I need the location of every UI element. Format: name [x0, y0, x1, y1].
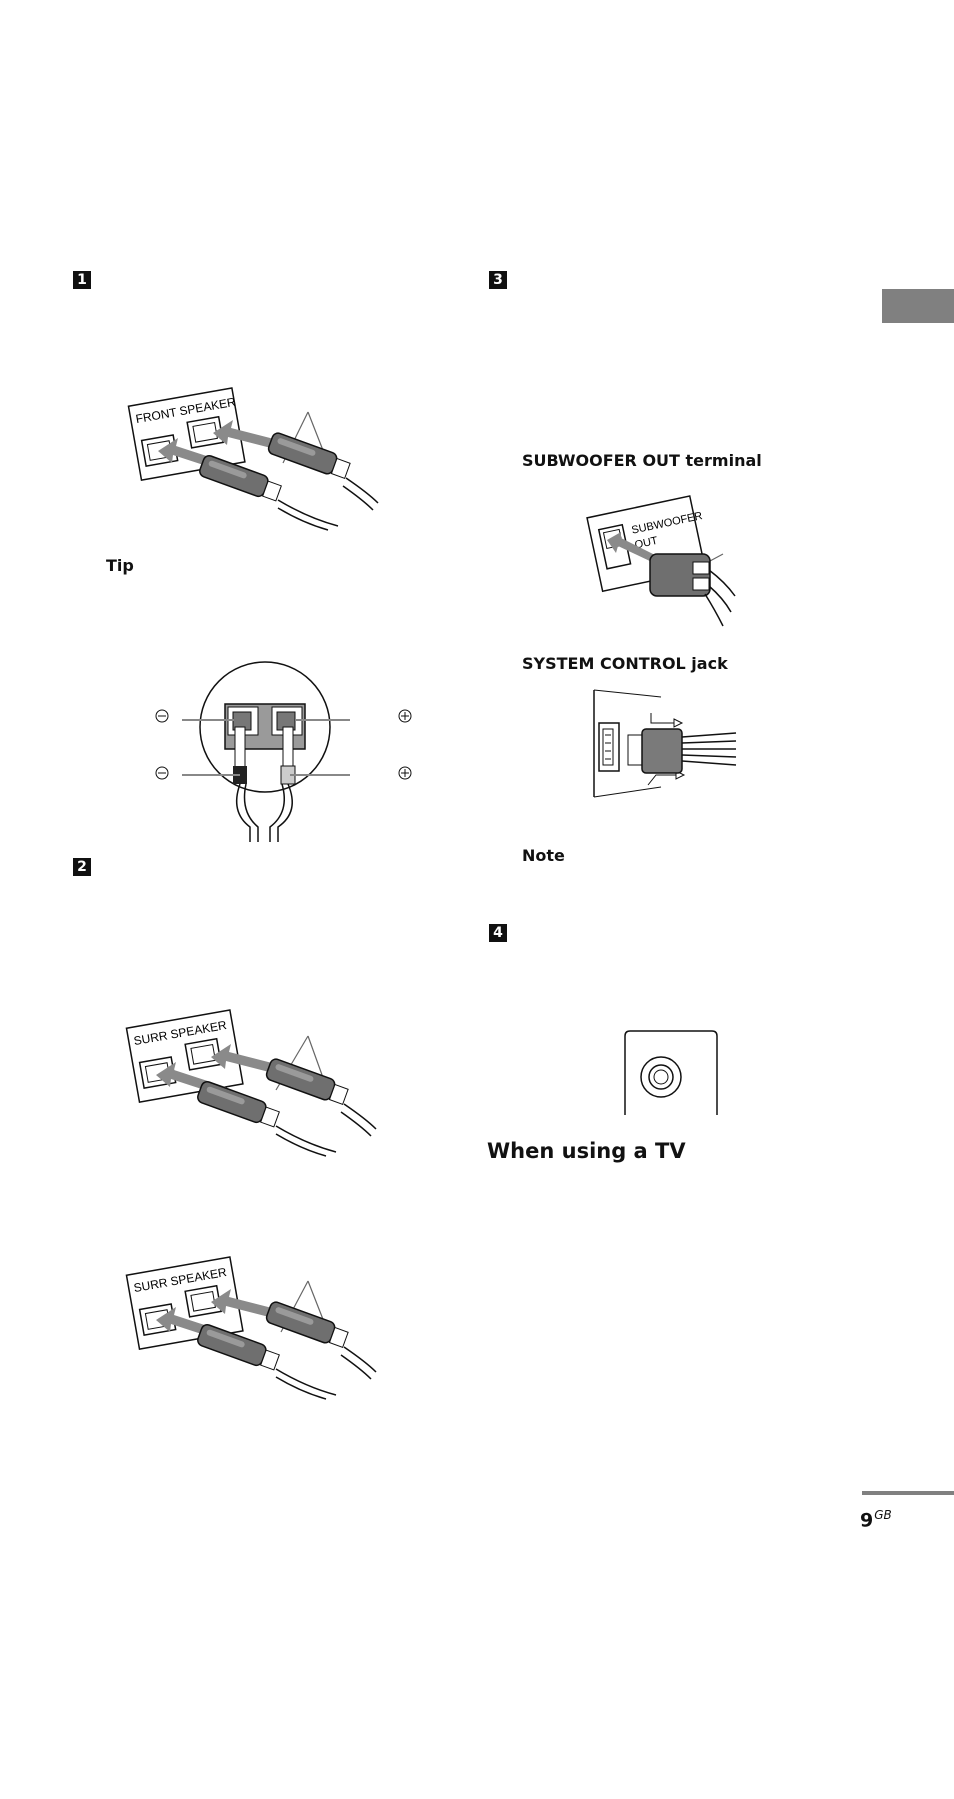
side-tab — [882, 289, 954, 323]
page-number-suffix: GB — [874, 1508, 892, 1522]
minus-icon — [155, 766, 169, 780]
system-control-illustration — [593, 689, 737, 798]
tip-heading: Tip — [106, 556, 134, 575]
minus-icon — [155, 709, 169, 723]
speaker-terminal-detail-illustration — [155, 661, 412, 842]
plus-icon — [398, 709, 412, 723]
tv-section-title: When using a TV — [487, 1139, 686, 1163]
surr-speaker-illustration-2: SURR SPEAKER — [125, 1256, 377, 1400]
step-1-number: 1 — [73, 271, 91, 289]
note-heading: Note — [522, 846, 565, 865]
antenna-jack-illustration — [624, 1030, 718, 1115]
system-control-heading: SYSTEM CONTROL jack — [522, 654, 728, 673]
subwoofer-panel-label-2: OUT — [634, 535, 659, 552]
step-4-number: 4 — [489, 924, 507, 942]
plus-icon — [398, 766, 412, 780]
subwoofer-out-illustration: SUBWOOFER OUT — [586, 495, 736, 627]
page-number: 9GB — [860, 1508, 892, 1531]
surr-speaker-illustration-1: SURR SPEAKER — [125, 1009, 377, 1157]
page-number-value: 9 — [860, 1509, 874, 1532]
front-speaker-illustration: FRONT SPEAKER — [127, 387, 379, 531]
footer-rule — [862, 1491, 954, 1495]
step-2-number: 2 — [73, 858, 91, 876]
step-3-number: 3 — [489, 271, 507, 289]
subwoofer-out-heading: SUBWOOFER OUT terminal — [522, 451, 762, 470]
